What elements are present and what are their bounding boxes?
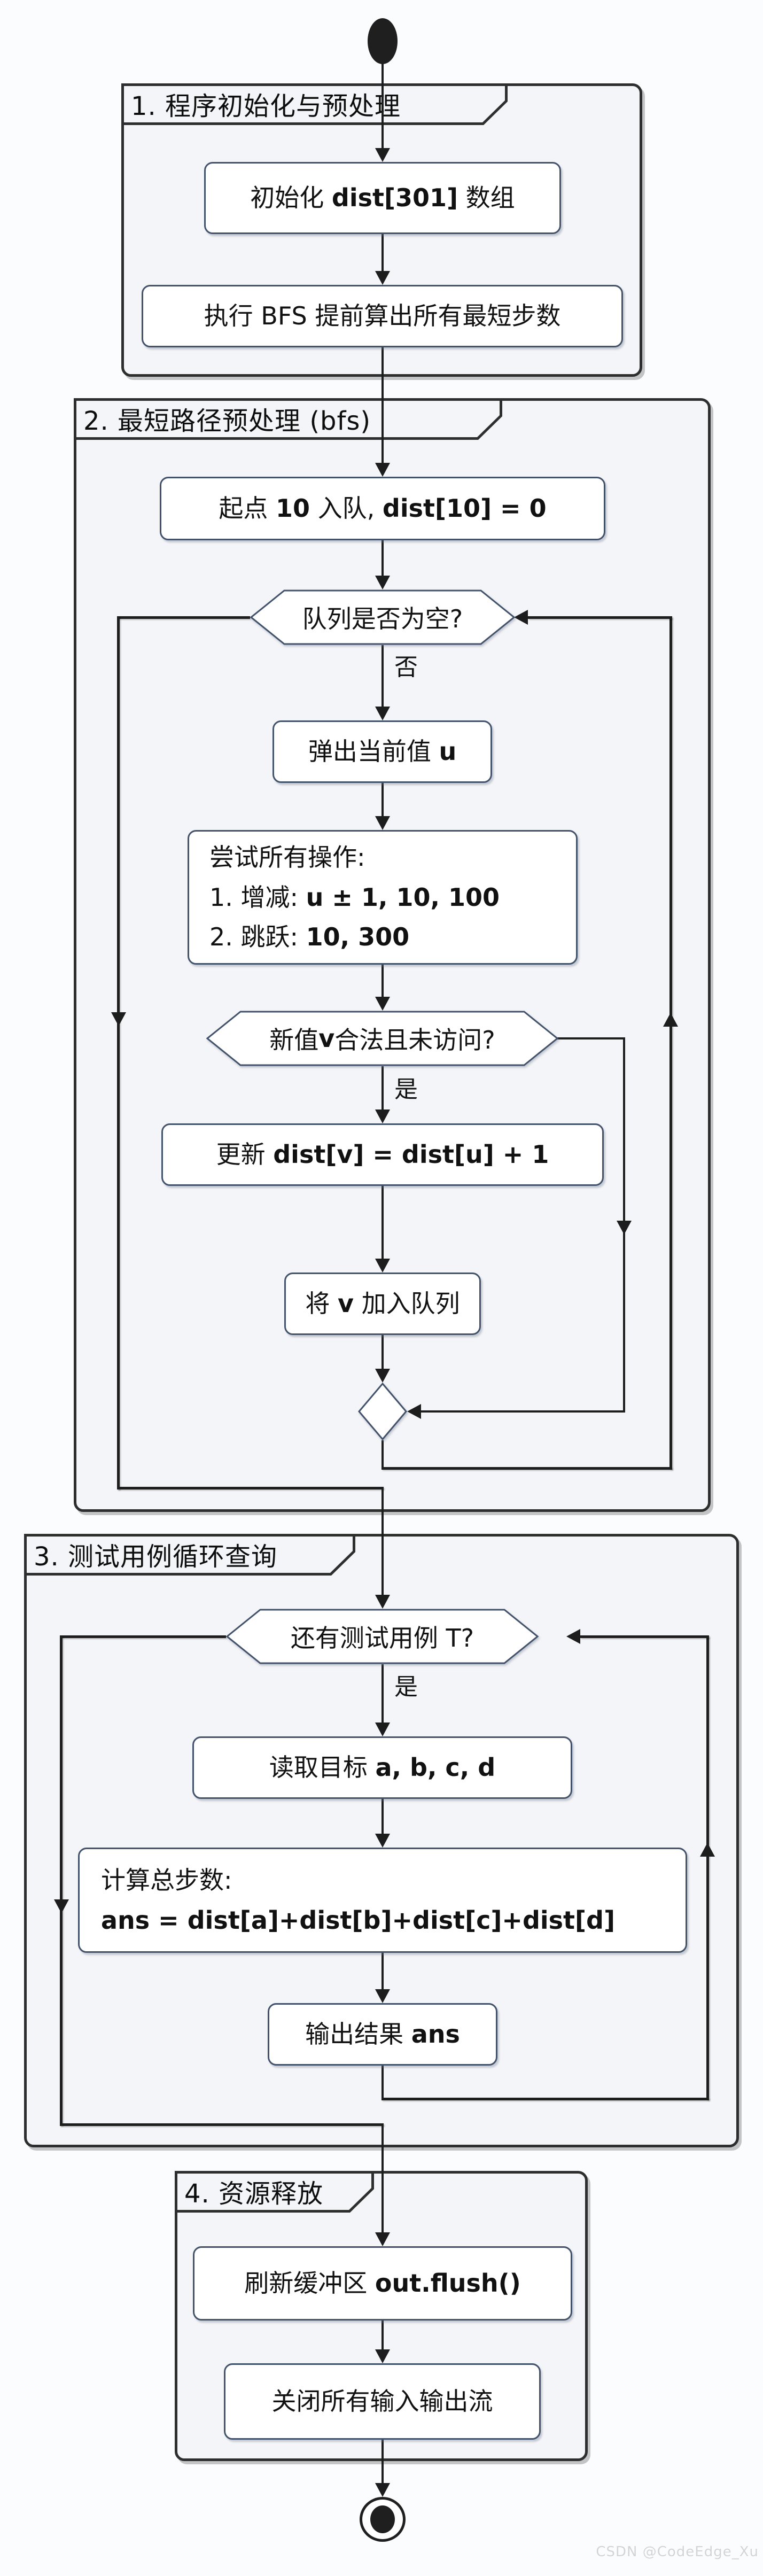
flow-edge — [117, 616, 250, 619]
flow-edge — [382, 1467, 672, 1470]
node-enqueue-start: 起点 10 入队, dist[10] = 0 — [160, 477, 605, 540]
group-release-title: 4. 资源释放 — [184, 2179, 324, 2209]
group-bfs-title-tab: 2. 最短路径预处理 (bfs) — [74, 398, 502, 440]
arrow-down-icon — [375, 1259, 390, 1273]
flow-edge — [382, 1186, 384, 1260]
flow-edge — [556, 1037, 625, 1039]
flow-edge — [382, 540, 384, 577]
flow-edge — [60, 1635, 226, 1638]
arrow-down-icon — [375, 1834, 390, 1848]
node-push-queue: 将 v 加入队列 — [284, 1273, 481, 1335]
arrow-down-icon — [375, 148, 390, 162]
decision-more-tests: 还有测试用例 T? — [226, 1609, 539, 1664]
arrow-down-icon — [375, 707, 390, 720]
flow-edge — [669, 617, 672, 1469]
flow-edge — [382, 234, 384, 272]
group-release-title-tab: 4. 资源释放 — [175, 2171, 374, 2213]
end-node — [360, 2497, 406, 2542]
flow-edge — [382, 1066, 384, 1111]
node-flush-buffer: 刷新缓冲区 out.flush() — [193, 2246, 572, 2321]
flow-edge — [421, 1410, 625, 1413]
flow-edge — [117, 616, 120, 1489]
arrow-down-icon — [375, 1369, 390, 1383]
decision-valid-unvisited: 新值 v 合法且未访问? — [206, 1011, 558, 1066]
flow-edge — [580, 1635, 709, 1638]
arrow-down-icon — [375, 2232, 390, 2246]
flow-edge — [706, 1636, 709, 2100]
arrow-down-icon — [111, 1012, 126, 1026]
flow-edge — [382, 2123, 384, 2233]
flow-edge — [382, 1335, 384, 1370]
flow-edge — [382, 2440, 384, 2484]
decision-queue-empty: 队列是否为空? — [250, 589, 515, 645]
flow-edge — [382, 1440, 384, 1469]
flow-edge — [528, 616, 672, 619]
edge-label-yes-tests: 是 — [394, 1673, 418, 1701]
group-init-title: 1. 程序初始化与预处理 — [131, 91, 401, 121]
flow-edge — [117, 1487, 384, 1489]
flow-edge — [382, 2066, 384, 2099]
arrow-down-icon — [54, 1899, 69, 1913]
flow-edge — [382, 1953, 384, 1990]
arrow-down-icon — [617, 1221, 632, 1235]
arrow-up-icon — [700, 1843, 715, 1857]
arrow-left-icon — [566, 1629, 580, 1644]
flow-edge — [382, 645, 384, 708]
flow-edge — [382, 2321, 384, 2350]
group-loop-title: 3. 测试用例循环查询 — [34, 1542, 278, 1572]
flow-edge — [60, 1635, 63, 2125]
node-pop-front: 弹出当前值 u — [272, 720, 492, 783]
arrow-down-icon — [375, 2349, 390, 2363]
group-init-title-tab: 1. 程序初始化与预处理 — [121, 83, 508, 125]
flow-edge — [382, 347, 384, 464]
arrow-down-icon — [375, 1722, 390, 1736]
flow-edge — [382, 1664, 384, 1724]
arrow-down-icon — [375, 463, 390, 477]
end-node-dot — [370, 2505, 395, 2533]
flow-edge — [382, 783, 384, 817]
arrow-down-icon — [375, 2483, 390, 2497]
node-output-ans: 输出结果 ans — [268, 2003, 497, 2066]
arrow-left-icon — [407, 1404, 421, 1419]
group-loop-title-tab: 3. 测试用例循环查询 — [24, 1534, 355, 1576]
node-update-dist: 更新 dist[v] = dist[u] + 1 — [161, 1123, 604, 1186]
arrow-down-icon — [375, 997, 390, 1011]
edge-label-yes-valid: 是 — [394, 1076, 418, 1103]
edge-label-no: 否 — [394, 654, 418, 681]
flow-edge — [382, 2098, 709, 2100]
flow-edge — [382, 1487, 384, 1596]
flow-edge — [60, 2123, 384, 2126]
node-compute-sum: 计算总步数: ans = dist[a]+dist[b]+dist[c]+dis… — [78, 1848, 687, 1953]
arrow-up-icon — [663, 1013, 678, 1027]
node-run-bfs: 执行 BFS 提前算出所有最短步数 — [142, 285, 623, 347]
flow-edge — [382, 965, 384, 998]
node-read-targets: 读取目标 a, b, c, d — [192, 1736, 572, 1799]
arrow-down-icon — [375, 1989, 390, 2003]
arrow-down-icon — [375, 1109, 390, 1123]
node-try-ops: 尝试所有操作: 1. 增减: u ± 1, 10, 100 2. 跳跃: 10,… — [188, 830, 578, 965]
arrow-down-icon — [375, 271, 390, 285]
node-close-streams: 关闭所有输入输出流 — [224, 2363, 541, 2440]
flow-edge — [382, 1799, 384, 1835]
arrow-down-icon — [375, 1595, 390, 1609]
arrow-down-icon — [375, 816, 390, 830]
group-bfs-title: 2. 最短路径预处理 (bfs) — [83, 406, 371, 436]
merge-diamond — [358, 1383, 407, 1440]
flow-edge — [382, 63, 384, 149]
arrow-left-icon — [514, 610, 528, 625]
watermark: CSDN @CodeEdge_Xu — [596, 2544, 759, 2560]
arrow-down-icon — [375, 576, 390, 589]
start-node — [368, 18, 398, 64]
node-init-array: 初始化 dist[301] 数组 — [204, 162, 561, 234]
